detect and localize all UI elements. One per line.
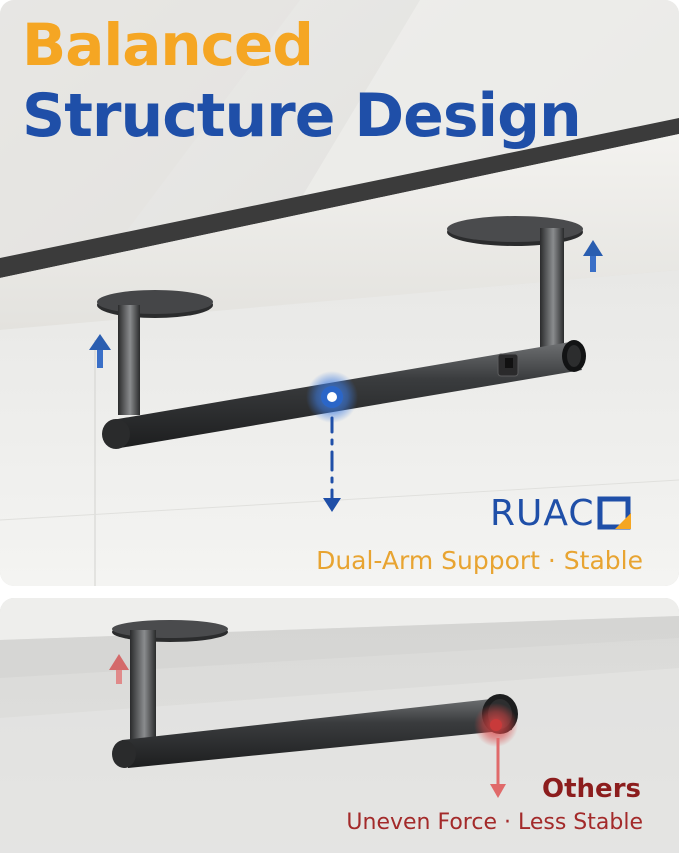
dual-arm-caption: Dual-Arm Support · Stable bbox=[316, 546, 643, 575]
single-arm-holder-scene bbox=[0, 598, 679, 853]
headline-line-2: Structure Design bbox=[22, 81, 582, 151]
up-arrow-icon bbox=[109, 654, 129, 684]
dual-arm-holder-panel: Balanced Structure Design RUAC Dual-Arm … bbox=[0, 0, 679, 586]
dual-arm-holder-scene bbox=[0, 0, 679, 586]
others-label: Others bbox=[542, 774, 641, 804]
brand-mark-icon bbox=[597, 496, 633, 532]
single-arm-holder-panel: Others Uneven Force · Less Stable bbox=[0, 598, 679, 853]
up-arrow-icon bbox=[89, 334, 111, 368]
up-arrow-icon bbox=[583, 240, 603, 272]
brand-logo: RUAC bbox=[490, 492, 633, 536]
headline-line-1: Balanced bbox=[22, 11, 314, 79]
brand-name: RUAC bbox=[490, 493, 595, 534]
single-arm-caption: Uneven Force · Less Stable bbox=[346, 810, 643, 835]
